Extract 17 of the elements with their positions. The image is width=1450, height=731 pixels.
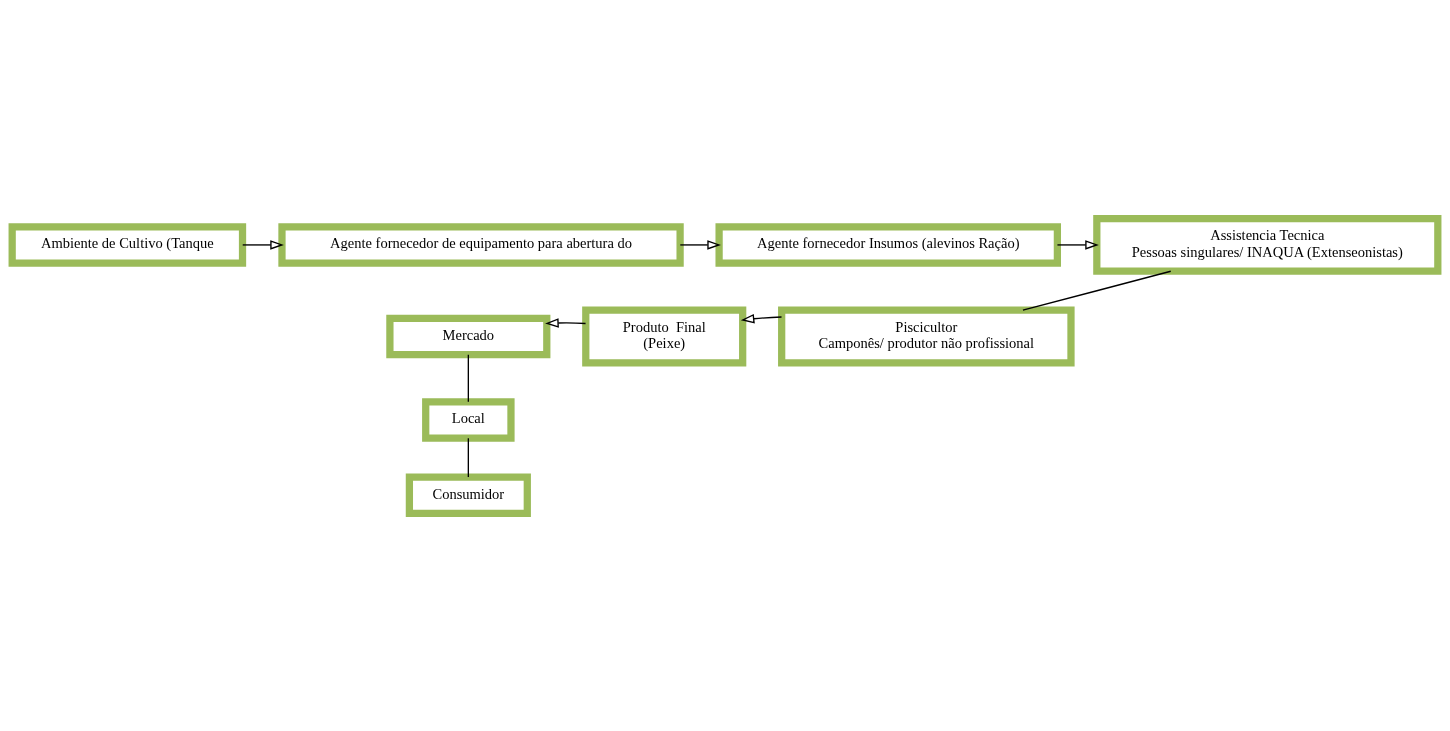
arrow — [242, 239, 284, 250]
node-box: Agente fornecedor de equipamento para abertura do — [278, 222, 684, 267]
node-box: Consumidor — [405, 472, 531, 517]
node-box: Local — [422, 397, 515, 442]
node-box: Mercado — [386, 314, 551, 358]
node-box: Ambiente de Cultivo (Tanque — [8, 222, 247, 267]
node-box: Agente fornecedor Insumos (alevinos Ração) — [715, 222, 1061, 267]
connector — [467, 353, 470, 402]
connector — [1022, 270, 1172, 311]
node-box: Assistencia Tecnica Pessoas singulares/ INAQUA (Extenseonistas) — [1093, 214, 1442, 275]
node-box: Piscicultor Camponês/ produtor não profissional — [778, 306, 1075, 366]
node-box: Produto Final (Peixe) — [582, 306, 747, 366]
arrow — [679, 239, 721, 250]
arrow — [740, 313, 783, 323]
connector — [467, 437, 470, 478]
arrow — [1056, 239, 1099, 250]
arrow — [545, 317, 587, 328]
